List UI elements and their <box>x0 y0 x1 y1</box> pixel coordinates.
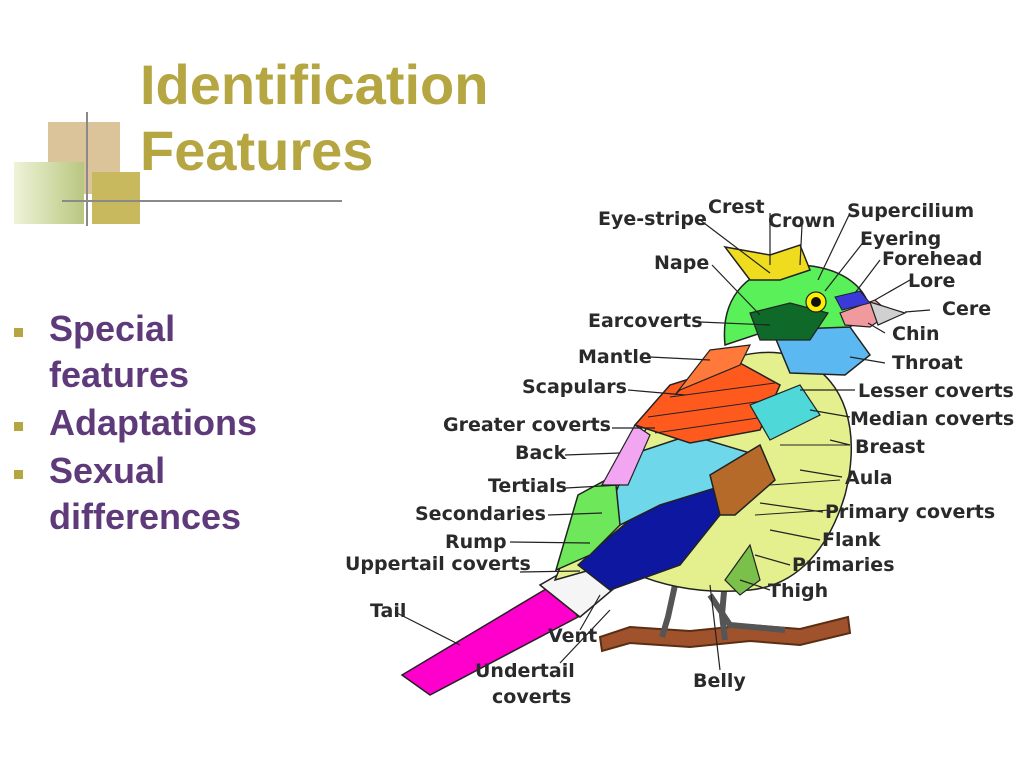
bird-coverts <box>633 362 781 444</box>
bird-diagram: Eye-stripe Crest Crown Supercilium Eyeri… <box>345 196 1014 708</box>
label-belly: Belly <box>693 670 746 692</box>
label-median-coverts: Median coverts <box>850 408 1014 430</box>
bullet-marker <box>14 470 23 479</box>
label-crown: Crown <box>768 210 835 232</box>
label-uppertail-coverts: Uppertail coverts <box>345 553 531 575</box>
label-lesser-coverts: Lesser coverts <box>858 380 1014 402</box>
part-labels: Eye-stripe Crest Crown Supercilium Eyeri… <box>345 196 1014 708</box>
deco-square-green <box>14 162 84 224</box>
label-supercilium: Supercilium <box>847 200 974 222</box>
label-eye-stripe: Eye-stripe <box>598 208 707 230</box>
bird-earcoverts <box>749 302 829 341</box>
label-breast: Breast <box>855 436 925 458</box>
bullet-marker <box>14 422 23 431</box>
deco-vertical-line <box>86 112 88 226</box>
label-vent: Vent <box>548 625 597 647</box>
title-line-1: Identification <box>140 53 489 116</box>
label-primary-coverts: Primary coverts <box>825 501 995 523</box>
label-back: Back <box>515 442 567 464</box>
label-undertail-coverts-2: coverts <box>492 686 571 708</box>
bird-rump <box>554 473 621 572</box>
bird-median-coverts <box>749 384 821 441</box>
bullet-item: Sexual differences <box>14 448 324 540</box>
label-earcoverts: Earcoverts <box>588 310 703 332</box>
label-nape: Nape <box>654 252 709 274</box>
label-chin: Chin <box>892 323 940 345</box>
label-lore: Lore <box>908 270 955 292</box>
label-mantle: Mantle <box>578 346 652 368</box>
leader-lines <box>394 212 931 671</box>
bird-eye <box>811 297 821 307</box>
slide-title: Identification Features <box>140 52 488 184</box>
deco-horizontal-line <box>62 200 342 202</box>
label-crest: Crest <box>708 196 765 218</box>
label-greater-coverts: Greater coverts <box>443 414 611 436</box>
label-throat: Throat <box>892 352 963 374</box>
bird-tail <box>400 581 580 696</box>
label-scapulars: Scapulars <box>522 376 627 398</box>
label-tail: Tail <box>370 600 406 622</box>
label-rump: Rump <box>445 531 507 553</box>
bird-thigh <box>724 543 761 596</box>
label-secondaries: Secondaries <box>415 503 546 525</box>
bird-coverts-lines <box>647 382 776 434</box>
title-line-2: Features <box>140 119 374 182</box>
bullet-text: Special features <box>49 308 190 395</box>
bullet-marker <box>14 328 23 337</box>
bullet-text: Adaptations <box>49 402 258 443</box>
label-flank: Flank <box>822 529 881 551</box>
bullet-text: Sexual differences <box>49 450 242 537</box>
bullet-item: Adaptations <box>14 400 324 446</box>
label-aula: Aula <box>845 467 893 489</box>
label-undertail-coverts-1: Undertail <box>475 660 575 682</box>
bullet-list: Special features Adaptations Sexual diff… <box>14 306 324 542</box>
deco-square-olive <box>92 172 140 224</box>
bird-primaries <box>709 443 776 516</box>
bullet-item: Special features <box>14 306 324 398</box>
bird-crest <box>723 244 811 281</box>
bird-mantle <box>674 344 752 396</box>
label-primaries: Primaries <box>792 554 895 576</box>
label-thigh: Thigh <box>768 580 828 602</box>
label-tertials: Tertials <box>488 475 567 497</box>
bird-beak <box>869 301 907 326</box>
label-eyering: Eyering <box>860 228 941 250</box>
bird-lore <box>834 290 871 311</box>
label-forehead: Forehead <box>882 248 982 270</box>
label-cere: Cere <box>942 298 991 320</box>
